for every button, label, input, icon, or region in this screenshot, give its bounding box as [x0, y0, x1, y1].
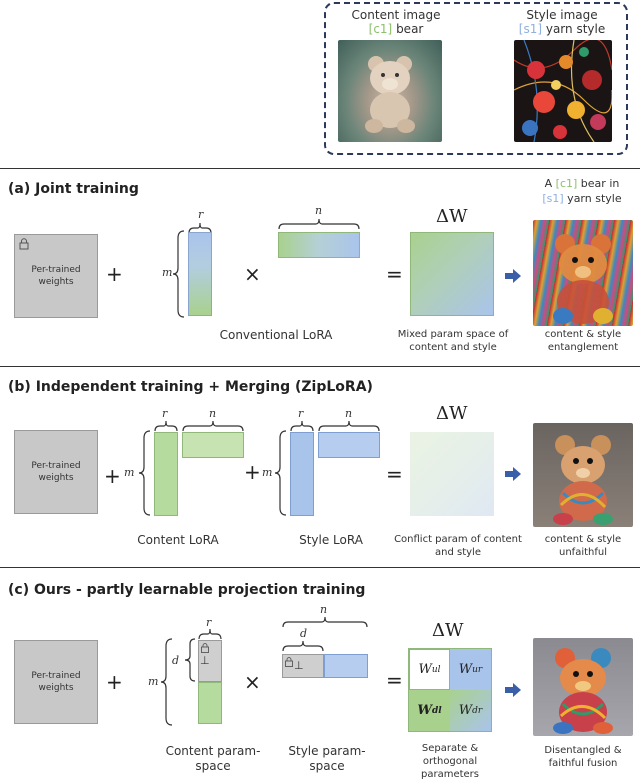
section-b-content-lora-a: [154, 432, 178, 516]
section-b-style-label: Style LoRA: [299, 533, 363, 547]
section-b-result-caption: content & style unfaithful: [544, 534, 622, 558]
section-b-label-r-content: r: [162, 407, 168, 420]
section-a-bracket-m: [172, 230, 185, 318]
section-c-content-label: Content param-space: [165, 744, 261, 773]
section-c-content-perp: ⊥: [200, 654, 210, 667]
section-b-param-caption: Conflict param of content and style: [394, 534, 522, 558]
section-b-result-image: [533, 423, 633, 527]
section-a-lock-icon: [19, 238, 29, 250]
section-c-bracket-d-style: [282, 640, 324, 652]
section-a-bracket-n: [278, 218, 360, 230]
section-b-bracket-n-content: [182, 420, 244, 432]
section-a-lora-label: Conventional LoRA: [219, 328, 333, 342]
section-c-label-n: n: [320, 603, 328, 616]
section-c-plus: +: [106, 670, 123, 694]
section-a-pretrained-weights: Per-trained weights: [14, 234, 98, 318]
section-b-pretrained-weights: Per-trained weights: [14, 430, 98, 514]
section-b-bracket-m-style: [274, 430, 287, 516]
section-a-delta-w: ΔW: [436, 206, 468, 227]
section-a-lora-a-matrix: [188, 232, 212, 316]
section-c-content-learnable-block: [198, 682, 222, 724]
section-c-style-learnable-block: [324, 654, 368, 678]
section-a-equals: =: [386, 262, 403, 286]
section-b-bracket-m-content: [138, 430, 151, 516]
style-image-token: [s1] yarn style: [518, 22, 606, 36]
section-b-style-lora-b: [318, 432, 380, 458]
section-a-delta-w-matrix: [410, 232, 494, 316]
section-b-title: (b) Independent training + Merging (ZipL…: [8, 379, 373, 395]
section-a-title: (a) Joint training: [8, 181, 139, 197]
section-c-label-d-style: d: [300, 627, 308, 640]
section-c-style-label: Style param-space: [288, 744, 366, 773]
section-a-result-caption: content & style entanglement: [544, 329, 622, 353]
section-c-content-lock-icon: [201, 643, 209, 653]
section-c-param-caption: Separate & orthogonal parameters: [420, 743, 479, 780]
section-a-label-n: n: [315, 204, 323, 217]
section-b-delta-w: ΔW: [436, 403, 468, 424]
section-b-bracket-r-content: [154, 420, 178, 432]
section-c-equals: =: [386, 668, 403, 692]
section-b-label-m-style: m: [262, 466, 273, 479]
section-a-times: ×: [244, 262, 261, 286]
section-c-result-caption: Disentangled & faithful fusion: [544, 745, 622, 769]
section-c-bracket-m: [160, 638, 173, 726]
section-b-equals: =: [386, 462, 403, 486]
section-a-param-caption: Mixed param space of content and style: [397, 329, 509, 353]
section-a-plus: +: [106, 262, 123, 286]
separator-middle: [0, 366, 640, 367]
section-b-content-label: Content LoRA: [137, 533, 219, 547]
section-a-result-prompt-line2: [s1] yarn style: [542, 192, 622, 205]
section-b-plus-1: +: [104, 464, 121, 488]
content-image-teddy-photo: [338, 40, 442, 142]
section-a-lora-b-matrix: [278, 232, 360, 258]
section-c-title: (c) Ours - partly learnable projection t…: [8, 582, 366, 598]
style-image-title: Style image: [526, 8, 598, 22]
reference-images-box: [324, 2, 628, 155]
section-c-label-m: m: [148, 675, 159, 688]
section-c-delta-w: ΔW: [432, 620, 464, 641]
section-a-result-image: [533, 220, 633, 326]
section-c-times: ×: [244, 670, 261, 694]
section-c-result-image: [533, 638, 633, 736]
section-a-label-m: m: [162, 266, 173, 279]
section-a-label-r: r: [198, 208, 204, 221]
section-b-delta-w-matrix: [410, 432, 494, 516]
section-b-content-lora-b: [182, 432, 244, 458]
section-c-bracket-d: [184, 638, 196, 682]
section-c-label-r: r: [206, 616, 212, 629]
section-b-label-m-content: m: [124, 466, 135, 479]
section-c-content-frozen-block: [198, 640, 222, 682]
section-b-label-n-content: n: [209, 407, 217, 420]
section-a-result-prompt-line1: A [c1] bear in: [544, 177, 620, 190]
content-image-title: Content image: [351, 8, 441, 22]
section-b-plus-2: +: [244, 460, 261, 484]
content-image-token: [c1] bear: [368, 22, 424, 36]
section-c-bracket-n: [282, 616, 368, 628]
section-b-label-n-style: n: [345, 407, 353, 420]
section-c-style-perp: ⊥: [294, 659, 304, 672]
section-c-bracket-r: [198, 628, 222, 640]
section-b-bracket-n-style: [318, 420, 380, 432]
style-image-yarn-photo: [514, 40, 612, 142]
section-b-bracket-r-style: [290, 420, 314, 432]
section-a-bracket-r: [188, 222, 212, 234]
section-b-label-r-style: r: [298, 407, 304, 420]
section-c-style-lock-icon: [285, 657, 293, 667]
separator-top: [0, 168, 640, 169]
section-b-style-lora-a: [290, 432, 314, 516]
section-c-label-d: d: [172, 654, 180, 667]
section-c-pretrained-weights: Per-trained weights: [14, 640, 98, 724]
separator-bottom: [0, 567, 640, 568]
